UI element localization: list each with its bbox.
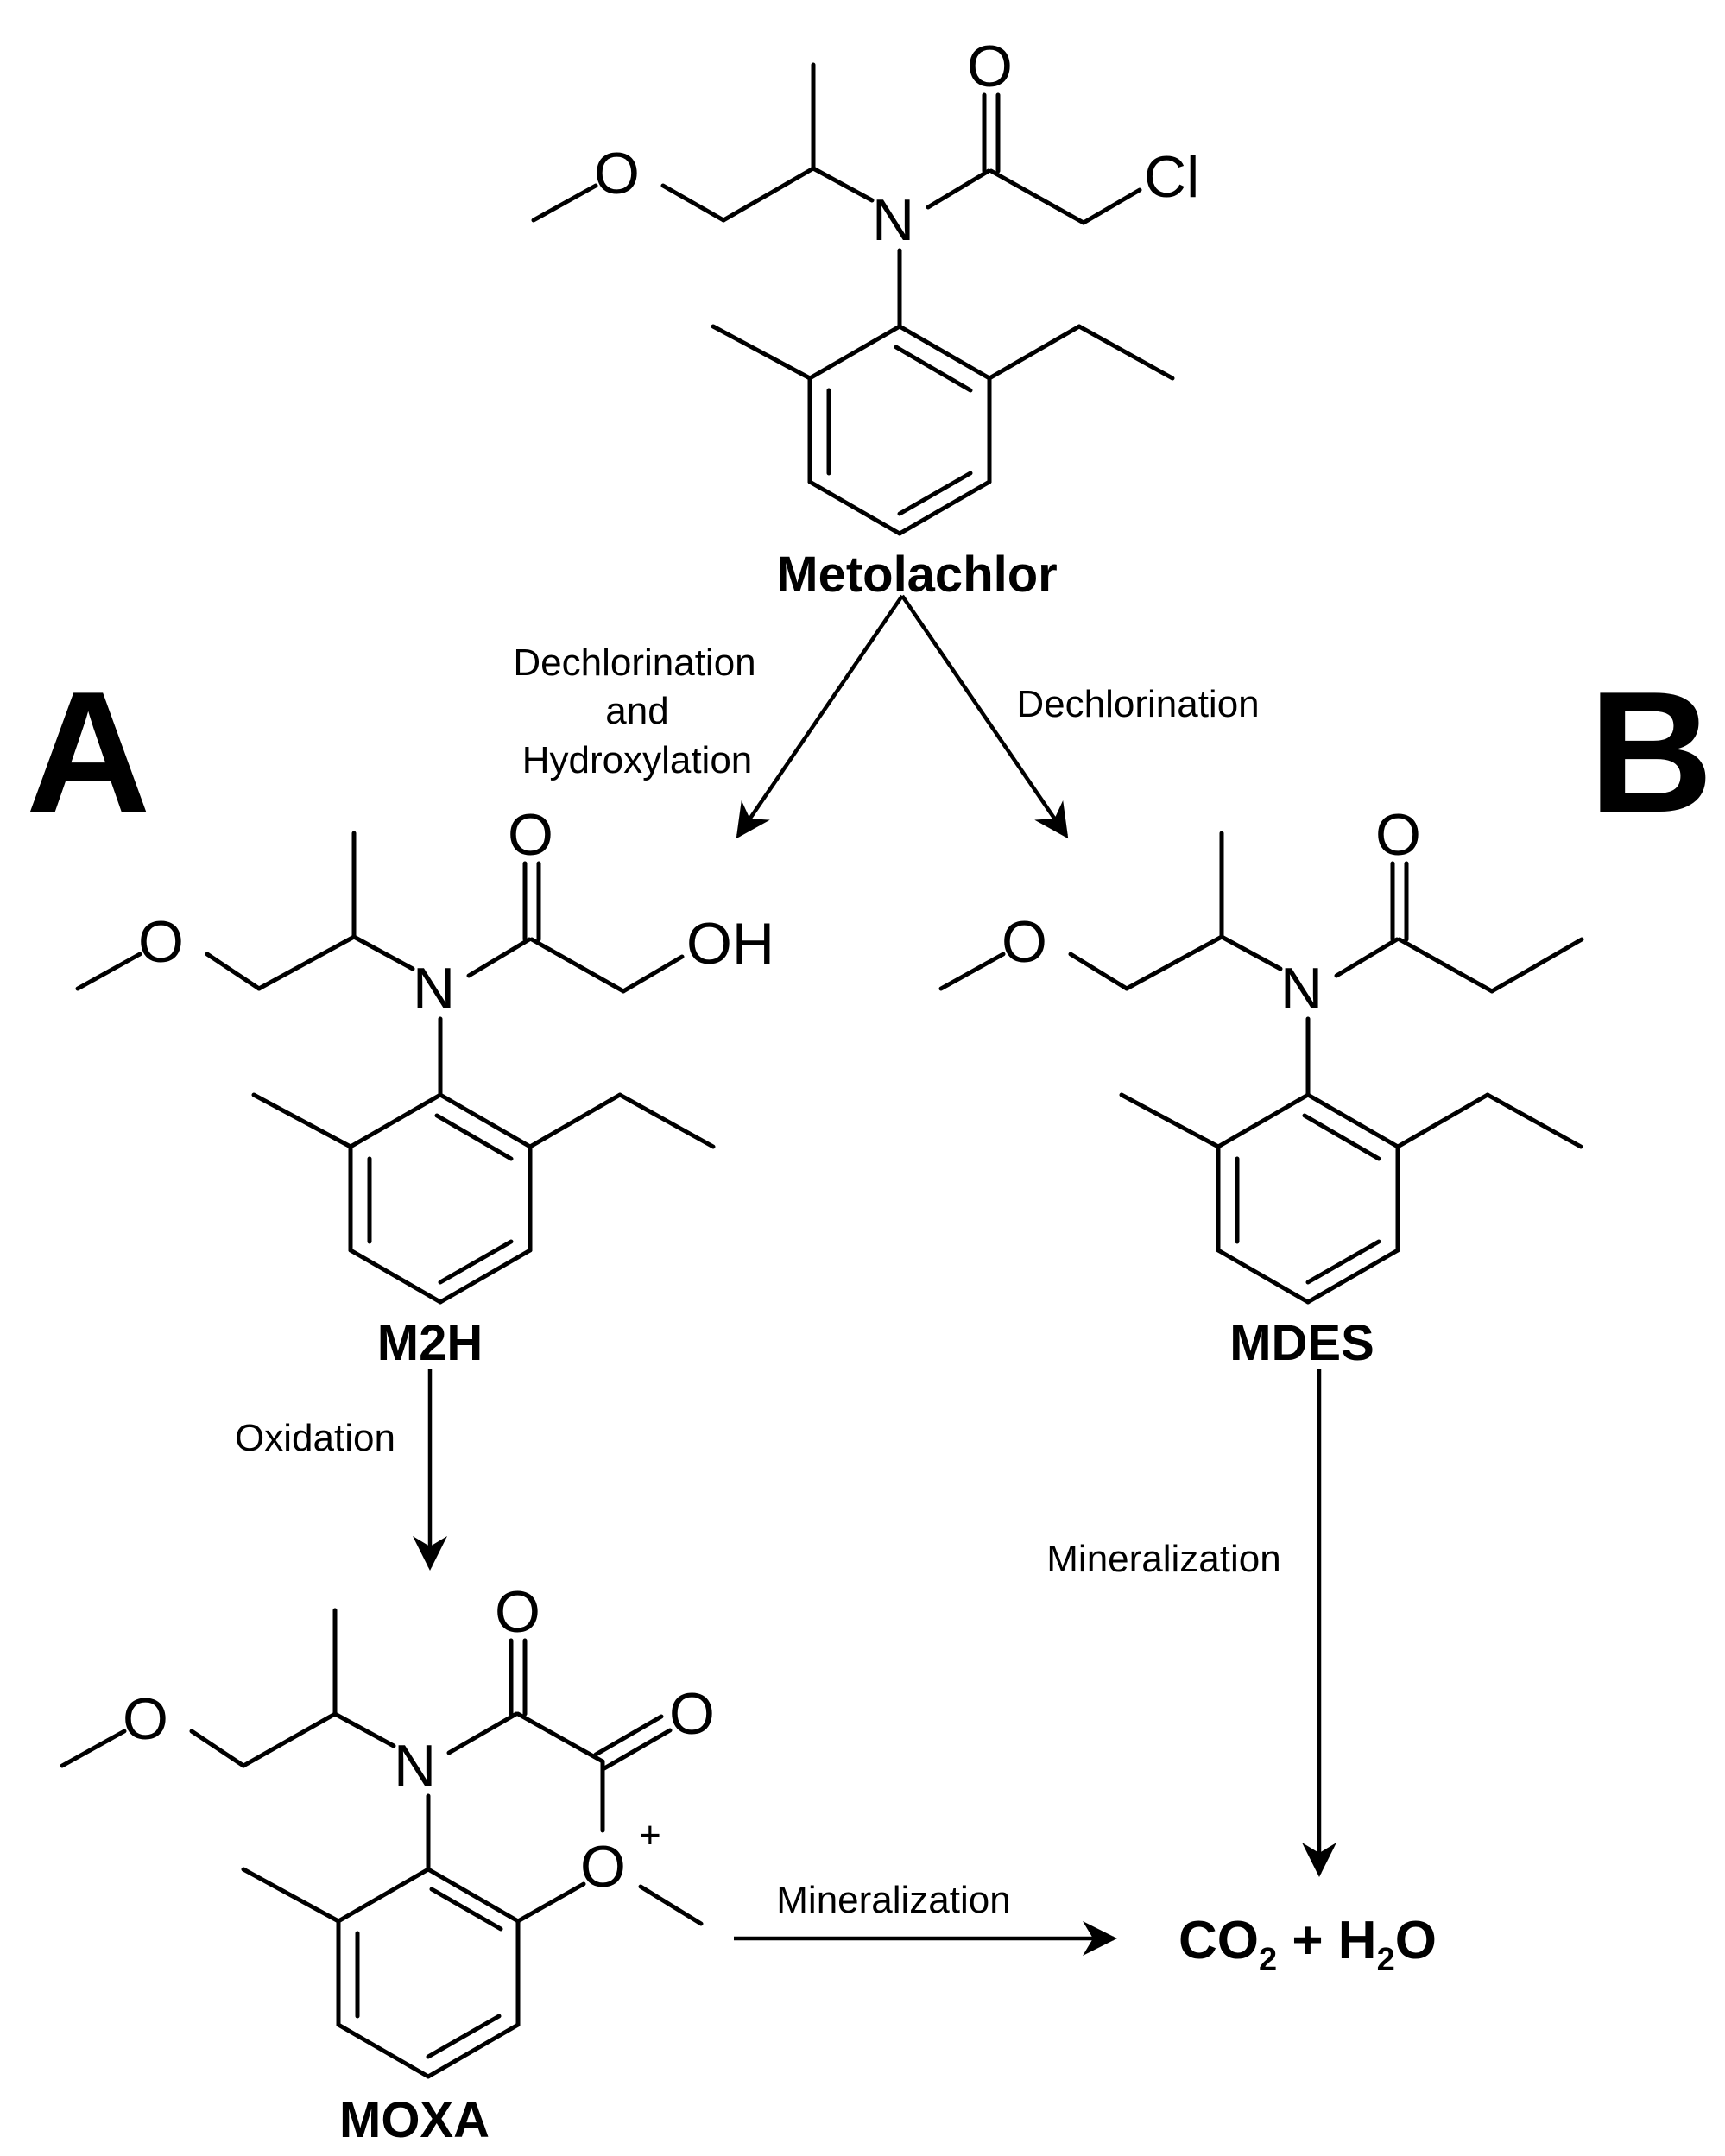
compound-label-mdes: MDES xyxy=(1229,1315,1374,1371)
step-label-dechlorination-hydroxylation-1: Dechlorination xyxy=(513,642,755,684)
product-co-subscript: 2 xyxy=(1259,1942,1277,1978)
step-label-dechlorination-hydroxylation-3: Hydroxylation xyxy=(522,739,753,781)
product-plus-h: + H xyxy=(1277,1911,1376,1970)
step-label-mineralization-moxa: Mineralization xyxy=(776,1879,1010,1921)
atom-oxygen: O xyxy=(138,909,184,975)
atom-oxonium-oxygen: O xyxy=(580,1834,626,1900)
atom-nitrogen: N xyxy=(1280,956,1323,1021)
step-label-mineralization-mdes: Mineralization xyxy=(1046,1538,1280,1580)
atom-nitrogen: N xyxy=(413,956,455,1021)
atom-oxygen: O xyxy=(594,141,640,206)
atom-carbonyl-oxygen: O xyxy=(1375,802,1421,868)
panel-label-b: B xyxy=(1589,656,1713,849)
arrow-to-mdes xyxy=(900,594,1069,839)
atom-nitrogen: N xyxy=(872,187,914,253)
mdes-structure: O N O xyxy=(938,802,1584,1305)
step-label-dechlorination: Dechlorination xyxy=(1016,683,1259,725)
product-o: O xyxy=(1395,1911,1437,1970)
atom-nitrogen: N xyxy=(394,1733,436,1799)
arrow-to-m2h xyxy=(736,594,904,839)
panel-label-a: A xyxy=(26,656,150,849)
atom-chlorine: Cl xyxy=(1144,144,1199,210)
atom-keto-oxygen: O xyxy=(495,1579,540,1645)
oxonium-positive-charge: + xyxy=(639,1814,661,1856)
moxa-structure: O N O O O + xyxy=(60,1579,715,2079)
atom-carbonyl-oxygen: O xyxy=(967,34,1013,99)
atom-oxygen: O xyxy=(1002,909,1047,975)
compound-label-moxa: MOXA xyxy=(339,2092,490,2148)
atom-hydroxyl: OH xyxy=(686,911,774,977)
atom-carbonyl-oxygen: O xyxy=(508,802,553,868)
product-h-subscript: 2 xyxy=(1377,1942,1395,1978)
final-products: CO2 + H2O xyxy=(1178,1911,1437,1978)
compound-label-metolachlor: Metolachlor xyxy=(776,547,1058,603)
step-label-oxidation: Oxidation xyxy=(235,1417,395,1459)
product-co: CO xyxy=(1178,1911,1259,1970)
m2h-structure: O N O OH xyxy=(75,802,774,1305)
compound-label-m2h: M2H xyxy=(377,1315,483,1371)
atom-oxygen: O xyxy=(123,1686,168,1752)
step-label-dechlorination-hydroxylation-2: and xyxy=(605,690,668,732)
metolachlor-structure: O N O Cl xyxy=(531,34,1199,536)
atom-ester-carbonyl-oxygen: O xyxy=(669,1681,715,1747)
